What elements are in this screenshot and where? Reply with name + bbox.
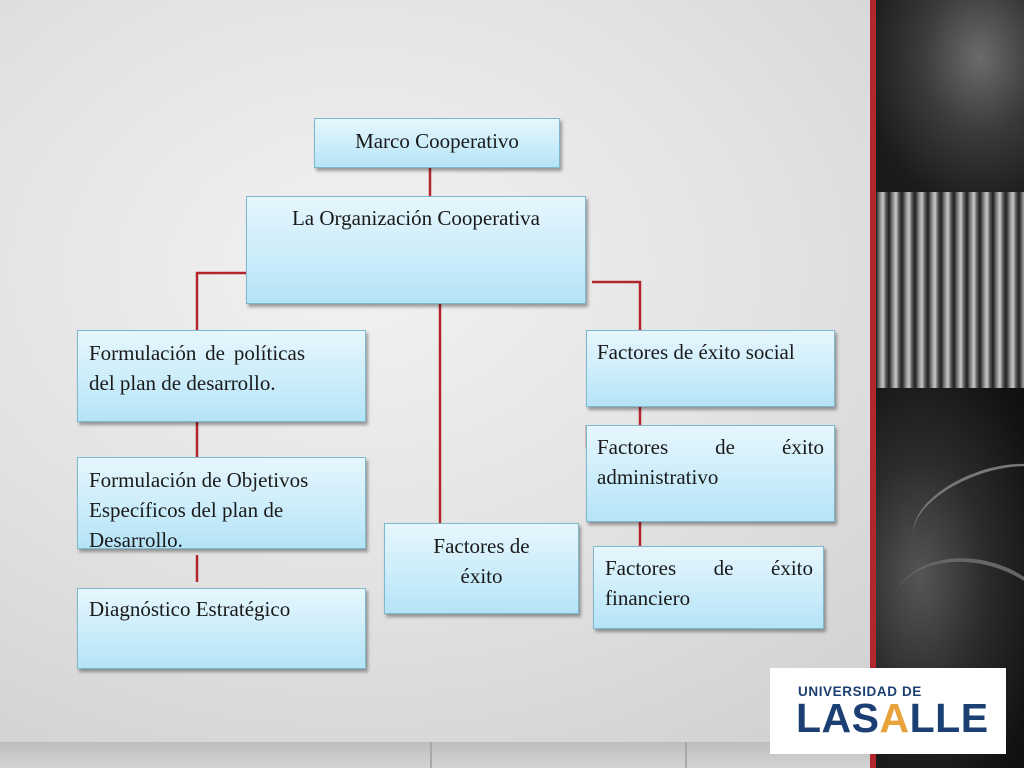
node-factores-administrativo: Factores de éxito administrativo (586, 425, 835, 522)
floor-band (0, 742, 870, 768)
node-label: Factores de éxito administrativo (597, 435, 824, 489)
node-diagnostico-estrategico: Diagnóstico Estratégico (77, 588, 366, 669)
node-label: Factores de éxito financiero (605, 556, 813, 610)
floor-divider (430, 742, 432, 768)
node-label: Formulación de políticas del plan de des… (89, 341, 305, 395)
node-formulacion-politicas: Formulación de políticas del plan de des… (77, 330, 366, 422)
node-factores-exito: Factores de éxito (384, 523, 579, 614)
node-label: Factores de éxito (433, 534, 530, 588)
node-label: Formulación de Objetivos Específicos del… (89, 468, 309, 552)
photo-border (870, 0, 876, 768)
logo-part: LA (796, 695, 852, 741)
node-label: Factores de éxito social (597, 340, 795, 364)
photo-panel-top (876, 0, 1024, 192)
connector-org-politicas (195, 271, 246, 330)
connector-org-social (592, 280, 642, 330)
photo-panel-middle (876, 192, 1024, 388)
logo-top-text: UNIVERSIDAD DE (798, 684, 922, 699)
logo-part: S (851, 695, 880, 741)
node-marco-cooperativo: Marco Cooperativo (314, 118, 560, 168)
node-formulacion-objetivos: Formulación de Objetivos Específicos del… (77, 457, 366, 552)
node-label: Marco Cooperativo (355, 129, 519, 153)
node-label: La Organización Cooperativa (291, 206, 540, 230)
logo-accent-letter: A (879, 695, 910, 741)
floor-divider (685, 742, 687, 768)
node-factores-social: Factores de éxito social (586, 330, 835, 407)
node-organizacion-cooperativa: La Organización Cooperativa (246, 196, 586, 304)
node-factores-financiero: Factores de éxito financiero (593, 546, 824, 629)
logo-wordmark: LASALLE (796, 696, 989, 740)
logo-part: LLE (909, 695, 989, 741)
university-logo: UNIVERSIDAD DE LASALLE (770, 668, 1006, 754)
node-label: Diagnóstico Estratégico (89, 597, 291, 621)
